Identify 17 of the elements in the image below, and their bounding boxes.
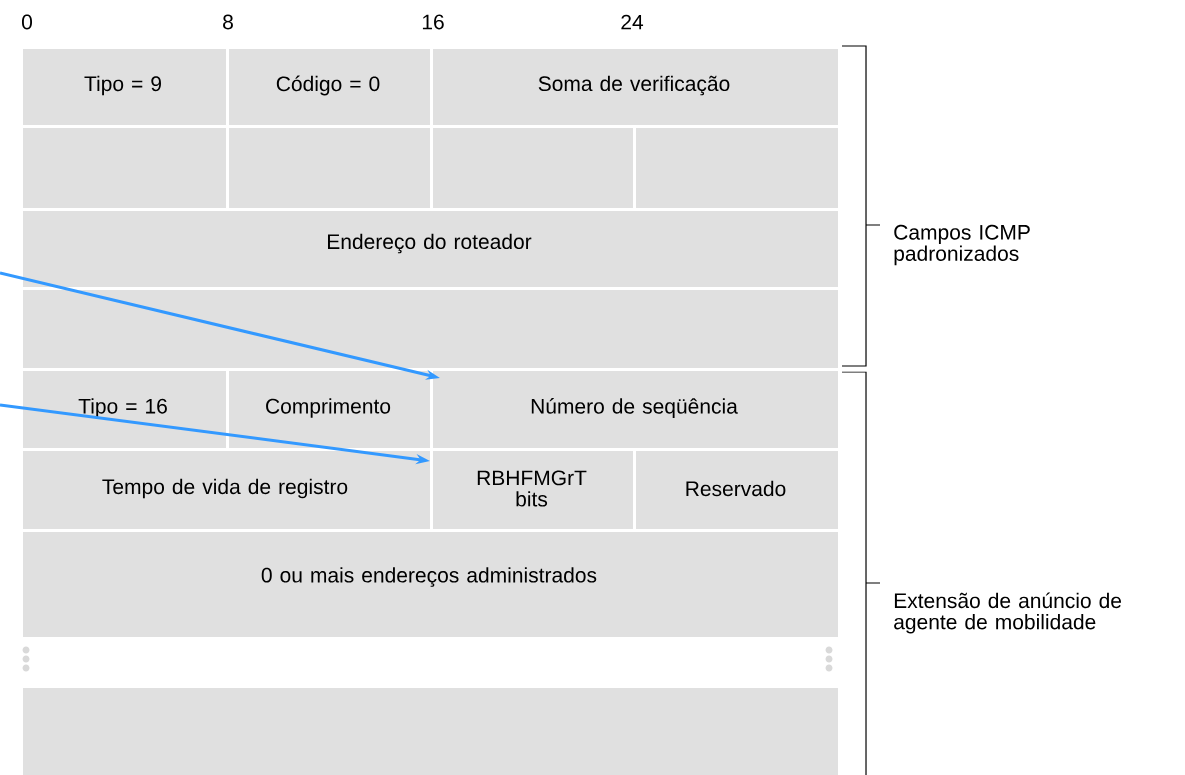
field-cell [226, 125, 433, 211]
bracket-label: Extensão de anúncio de agente de mobilidade [894, 592, 1122, 634]
field-cell: Comprimento [226, 368, 433, 451]
field-cell: Tipo = 16 [20, 368, 229, 451]
bit-number: 8 [223, 14, 233, 30]
field-cell: Tipo = 9 [20, 46, 229, 128]
field-cell: Número de seqüência [430, 368, 841, 451]
bracket-label: Campos ICMP padronizados [894, 224, 1030, 266]
field-cell: Reservado [633, 448, 841, 532]
field-cell [20, 125, 229, 211]
bit-number: 16 [422, 14, 444, 30]
field-cell [430, 125, 636, 211]
field-cell: Código = 0 [226, 46, 433, 128]
field-cell: RBHFMGrT bits [430, 448, 636, 532]
field-cell: Soma de verificação [430, 46, 841, 128]
field-cell [20, 685, 841, 775]
field-cell [633, 125, 841, 211]
